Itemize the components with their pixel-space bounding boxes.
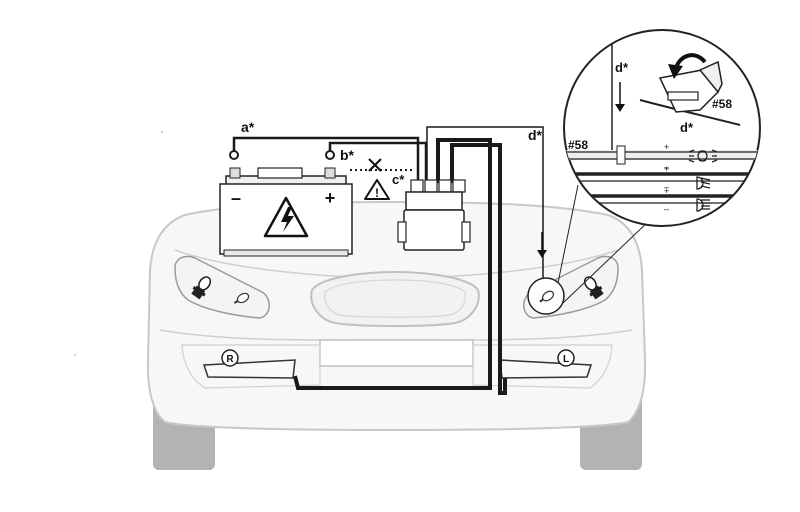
wire-thick-1 bbox=[293, 138, 492, 390]
low-beam-symbol-icon bbox=[696, 176, 711, 190]
battery-cap bbox=[257, 167, 303, 179]
battery-minus-label: – bbox=[231, 188, 241, 208]
lower-intake-right bbox=[472, 344, 613, 389]
inset-label-d-top: d* bbox=[615, 60, 629, 75]
inset-label-58: #58 bbox=[568, 138, 588, 152]
connector-2 bbox=[424, 179, 438, 193]
inset-minus-3: – bbox=[664, 204, 669, 214]
connector-4 bbox=[452, 179, 466, 193]
wire-d bbox=[426, 126, 544, 278]
inset-wire-58-bg bbox=[564, 150, 760, 160]
wire-thick-2 bbox=[450, 143, 507, 395]
tap-body bbox=[658, 69, 719, 113]
module-body bbox=[403, 209, 465, 251]
battery-plus-label: + bbox=[325, 188, 336, 208]
wire-a bbox=[232, 136, 420, 183]
rotate-arrow-icon bbox=[674, 53, 707, 69]
cross-x-2 bbox=[368, 158, 382, 172]
headlight-left bbox=[174, 255, 270, 319]
module-top bbox=[405, 191, 463, 211]
inset-minus-2: – bbox=[664, 182, 669, 192]
high-beam-symbol-icon bbox=[696, 198, 710, 212]
inset-detail: + – + – + – d* #58 bbox=[563, 29, 761, 227]
parking-bulb-right-icon bbox=[539, 290, 555, 303]
inset-plus-2: + bbox=[664, 164, 669, 174]
high-voltage-warning-icon bbox=[263, 196, 309, 238]
rotate-arrow-head bbox=[668, 64, 683, 79]
inset-minus-1: – bbox=[664, 162, 669, 172]
module-tab-left bbox=[397, 221, 407, 243]
label-d-main: d* bbox=[528, 127, 543, 143]
parking-light-symbol-icon bbox=[688, 149, 718, 163]
battery-base bbox=[223, 249, 349, 257]
label-c: c* bbox=[392, 172, 405, 187]
grille-inner bbox=[324, 279, 466, 318]
license-plate bbox=[319, 339, 474, 367]
terminal-a bbox=[229, 150, 239, 160]
grille bbox=[310, 270, 480, 327]
tap-lid bbox=[698, 60, 723, 94]
stray-dot-1 bbox=[161, 131, 163, 133]
battery: – + bbox=[219, 167, 353, 257]
connector-1 bbox=[410, 179, 424, 193]
fog-badge-l bbox=[557, 349, 575, 367]
connector-3 bbox=[438, 179, 452, 193]
inset-plus-3: + bbox=[664, 186, 669, 196]
arrow-down-icon bbox=[537, 232, 547, 258]
lower-intake-left bbox=[181, 344, 321, 389]
c-warning: ! bbox=[364, 158, 390, 200]
inset-plus-1: + bbox=[664, 142, 669, 152]
wire-tap-connector bbox=[639, 53, 741, 126]
caution-icon bbox=[364, 179, 390, 200]
fog-badge-r-label: R bbox=[226, 354, 234, 365]
inset-label-d-clip: d* bbox=[680, 120, 694, 135]
wire-b bbox=[328, 141, 428, 183]
headlight-bulb-left-icon bbox=[191, 276, 212, 300]
inset-tap-clip bbox=[616, 145, 626, 165]
zoom-leader-line-2 bbox=[562, 219, 651, 304]
inset-label-58-wire: #58 bbox=[712, 97, 732, 111]
inset-arrow-down-icon bbox=[615, 82, 625, 112]
battery-post-minus bbox=[229, 167, 241, 179]
label-b: b* bbox=[340, 147, 355, 163]
parking-bulb-left-icon bbox=[233, 292, 250, 304]
terminal-b bbox=[325, 150, 335, 160]
stray-dot-2 bbox=[74, 354, 76, 356]
zoom-leader-line-1 bbox=[557, 184, 579, 284]
label-a: a* bbox=[241, 119, 255, 135]
module-tab-right bbox=[461, 221, 471, 243]
caution-mark: ! bbox=[375, 186, 379, 200]
relay-module bbox=[397, 179, 471, 251]
fog-badge-r bbox=[221, 349, 239, 367]
tap-slot bbox=[667, 91, 699, 101]
fog-badge-l-label: L bbox=[563, 354, 569, 365]
battery-post-plus bbox=[324, 167, 336, 179]
wiring bbox=[229, 126, 544, 395]
